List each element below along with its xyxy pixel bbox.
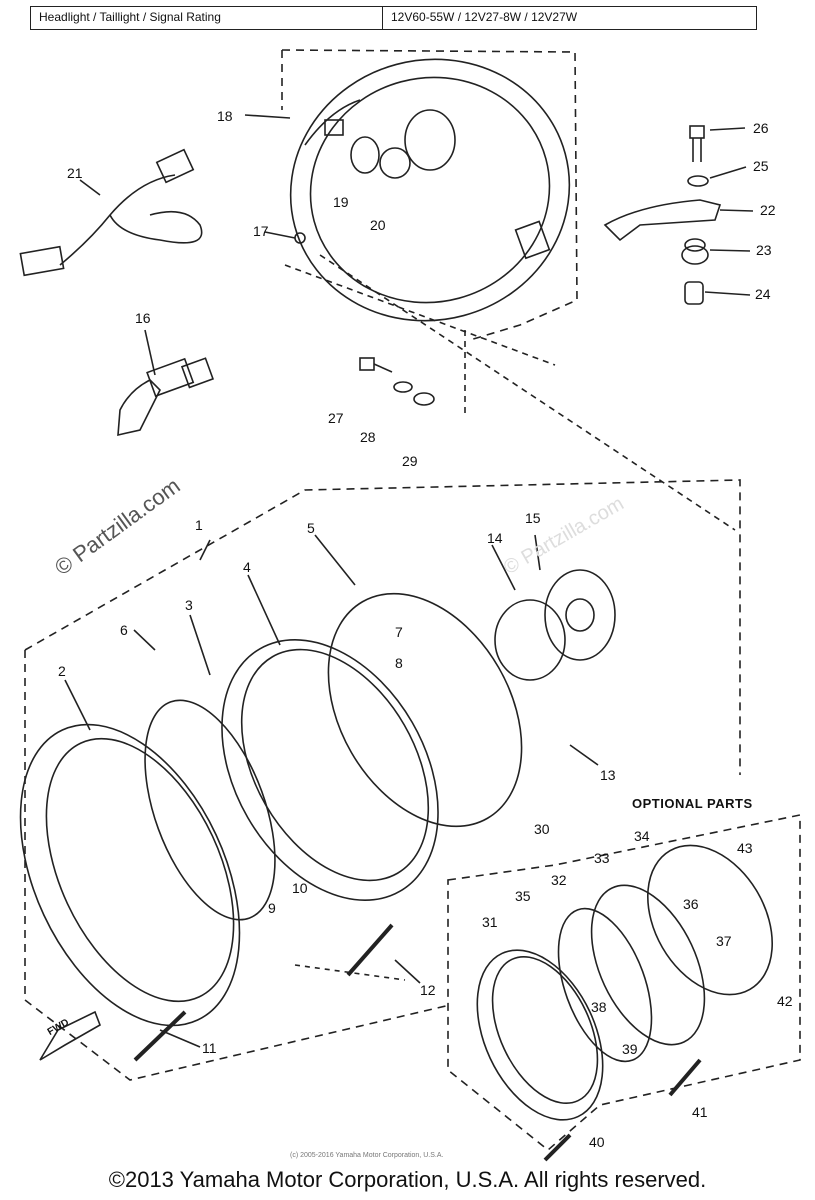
callout-31: 31 xyxy=(482,914,498,930)
callout-12: 12 xyxy=(420,982,436,998)
callout-41: 41 xyxy=(692,1104,708,1120)
callout-10: 10 xyxy=(292,880,308,896)
callout-26: 26 xyxy=(753,120,769,136)
callout-2: 2 xyxy=(58,663,66,679)
main-assembly-outline xyxy=(24,479,741,775)
callout-39: 39 xyxy=(622,1041,638,1057)
wire-harness-part xyxy=(19,148,203,277)
washer-28 xyxy=(393,381,413,393)
callout-8: 8 xyxy=(395,655,403,671)
callout-17: 17 xyxy=(253,223,269,239)
spec-table: Headlight / Taillight / Signal Rating 12… xyxy=(30,6,757,30)
cover-part xyxy=(544,569,616,661)
callout-20: 20 xyxy=(370,217,386,233)
callout-34: 34 xyxy=(634,828,650,844)
callout-25: 25 xyxy=(753,158,769,174)
callout-22: 22 xyxy=(760,202,776,218)
callout-7: 7 xyxy=(395,624,403,640)
copyright-footer: ©2013 Yamaha Motor Corporation, U.S.A. A… xyxy=(108,1167,707,1192)
washer-29 xyxy=(413,392,435,406)
callout-36: 36 xyxy=(683,896,699,912)
ring-part xyxy=(144,699,276,921)
callout-42: 42 xyxy=(777,993,793,1009)
callout-19: 19 xyxy=(333,194,349,210)
optional-bolt-40 xyxy=(543,1133,572,1162)
bolt-11 xyxy=(133,1010,187,1062)
spec-label: Headlight / Taillight / Signal Rating xyxy=(31,7,383,29)
adjust-bolt-12 xyxy=(346,923,394,977)
callout-28: 28 xyxy=(360,429,376,445)
optional-case-part xyxy=(647,844,773,996)
housing-group-outline xyxy=(281,49,578,341)
lens-unit-part xyxy=(221,638,439,902)
bracket-part xyxy=(603,199,722,242)
spec-value: 12V60-55W / 12V27-8W / 12V27W xyxy=(391,10,578,24)
callout-11: 11 xyxy=(202,1040,217,1056)
optional-parts-outline xyxy=(447,814,801,1152)
callout-14: 14 xyxy=(487,530,503,546)
callout-37: 37 xyxy=(716,933,732,949)
callout-5: 5 xyxy=(307,520,315,536)
optional-parts-label: OPTIONAL PARTS xyxy=(632,796,753,811)
fwd-arrow-shape xyxy=(39,1010,101,1061)
callout-6: 6 xyxy=(120,622,128,638)
callout-43: 43 xyxy=(737,840,753,856)
screw-27 xyxy=(359,357,393,373)
callout-13: 13 xyxy=(600,767,616,783)
callout-21: 21 xyxy=(67,165,83,181)
callout-3: 3 xyxy=(185,597,193,613)
optional-lens-part xyxy=(590,884,706,1046)
socket-part xyxy=(494,599,566,681)
callout-4: 4 xyxy=(243,559,251,575)
callout-24: 24 xyxy=(755,286,771,302)
callout-1: 1 xyxy=(195,517,203,533)
rim-part xyxy=(19,723,241,1027)
headlight-housing-part xyxy=(289,58,571,322)
bulb-part xyxy=(117,357,215,437)
collar-24 xyxy=(684,281,704,305)
callout-38: 38 xyxy=(591,999,607,1015)
washer-25 xyxy=(687,175,709,187)
optional-ring-part xyxy=(557,907,653,1063)
callout-35: 35 xyxy=(515,888,531,904)
callout-40: 40 xyxy=(589,1134,605,1150)
optional-bolt-41 xyxy=(668,1058,702,1097)
callout-18: 18 xyxy=(217,108,233,124)
callout-16: 16 xyxy=(135,310,151,326)
small-credit: (c) 2005-2016 Yamaha Motor Corporation, … xyxy=(290,1152,444,1159)
callout-30: 30 xyxy=(534,821,550,837)
callout-32: 32 xyxy=(551,872,567,888)
optional-rim-part xyxy=(476,949,604,1121)
callout-27: 27 xyxy=(328,410,344,426)
grommet-23 xyxy=(681,238,709,265)
callout-29: 29 xyxy=(402,453,418,469)
callout-15: 15 xyxy=(525,510,541,526)
bolt-26 xyxy=(689,125,705,162)
case-part xyxy=(327,592,523,828)
callout-33: 33 xyxy=(594,850,610,866)
callout-9: 9 xyxy=(268,900,276,916)
callout-23: 23 xyxy=(756,242,772,258)
